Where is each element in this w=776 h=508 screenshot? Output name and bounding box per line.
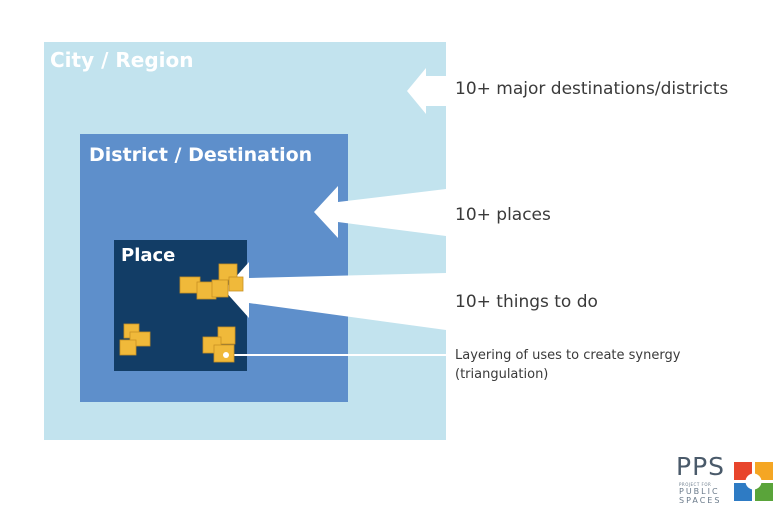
place-title: Place xyxy=(121,245,176,266)
arrow-things-to-do xyxy=(224,262,446,330)
district-destination-title: District / Destination xyxy=(89,144,313,166)
label-layering-line1: Layering of uses to create synergy xyxy=(455,348,681,363)
pps-logo: PPS PROJECT FOR PUBLIC SPACES xyxy=(676,452,776,508)
logo-line-public: PUBLIC xyxy=(679,487,720,496)
logo-mark-icon xyxy=(734,462,773,501)
logo-line-spaces: SPACES xyxy=(679,496,722,505)
uses-blocks-top xyxy=(179,263,244,300)
logo-line-project-for: PROJECT FOR xyxy=(679,482,712,487)
layering-connector-dot xyxy=(223,352,229,358)
logo-wordmark: PPS xyxy=(676,452,726,481)
label-places: 10+ places xyxy=(455,205,551,225)
label-layering-line2: (triangulation) xyxy=(455,367,549,382)
arrow-major-destinations xyxy=(407,68,446,114)
city-region-title: City / Region xyxy=(50,48,194,72)
label-things-to-do: 10+ things to do xyxy=(455,292,598,312)
arrow-places xyxy=(314,186,446,238)
uses-blocks-left xyxy=(119,323,151,356)
label-major-destinations: 10+ major destinations/districts xyxy=(455,79,729,99)
uses-blocks-bottom xyxy=(202,326,236,363)
